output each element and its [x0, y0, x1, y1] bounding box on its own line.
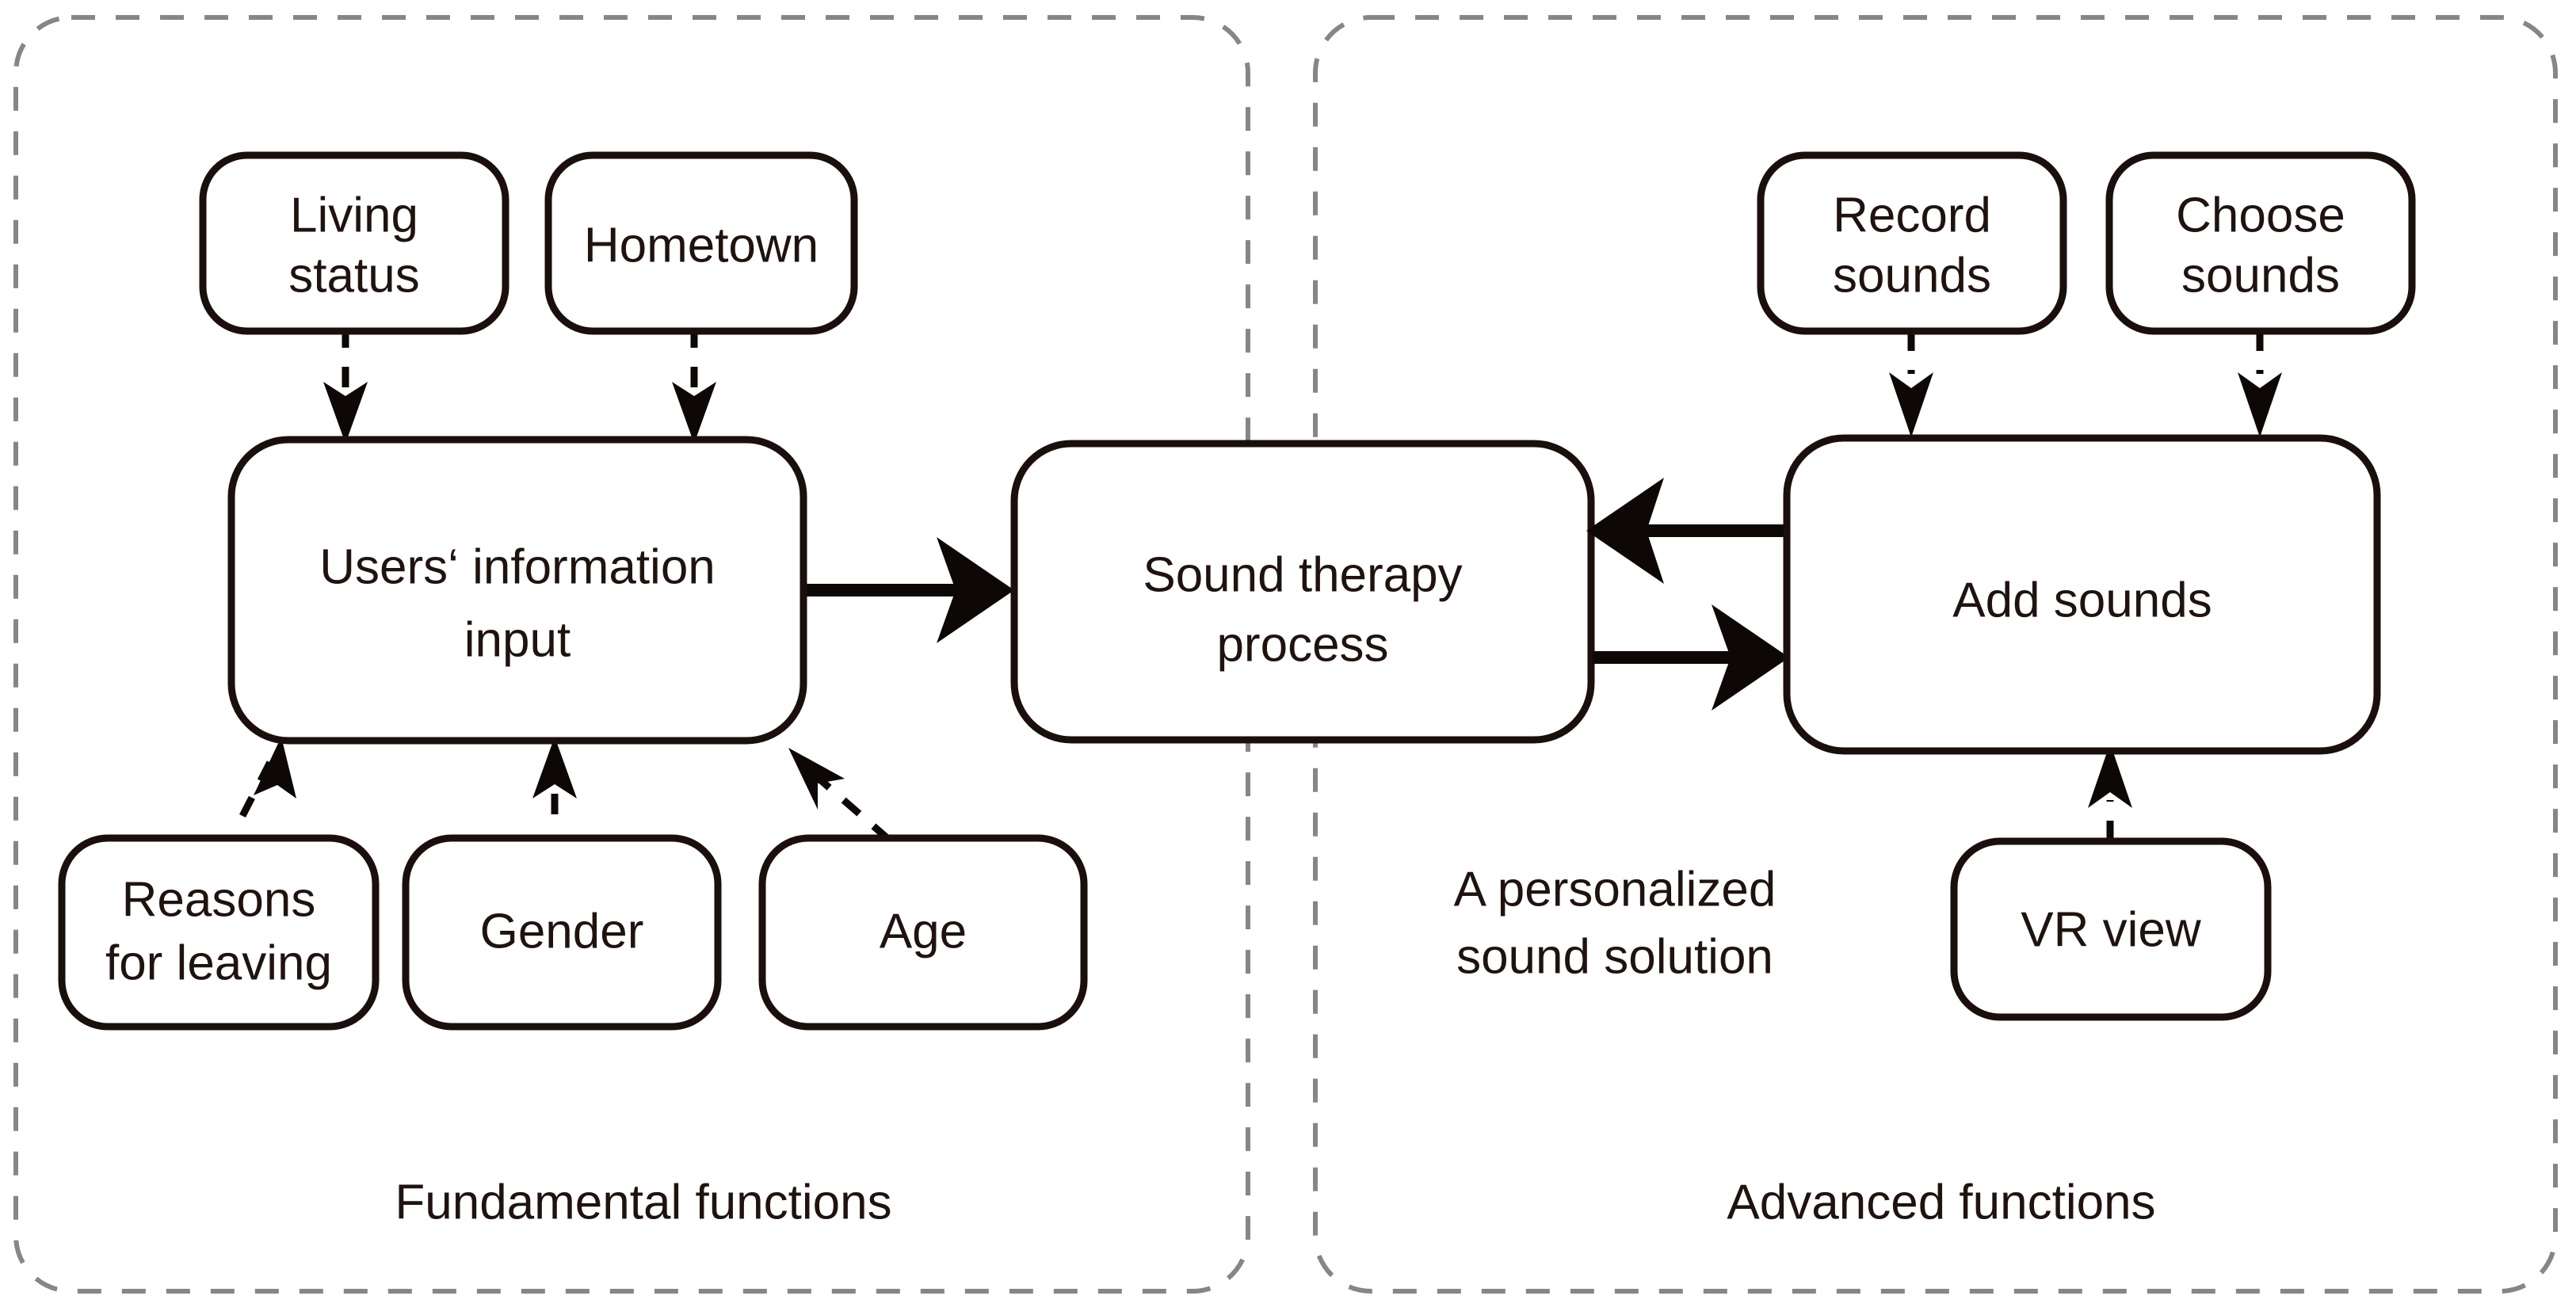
node-choose-sounds[interactable] — [2105, 151, 2416, 335]
node-gender[interactable] — [402, 834, 722, 1031]
arrowhead-vr-view — [2088, 743, 2132, 808]
label-personalized-sound-solution-line2: sound solution — [1456, 929, 1773, 984]
arrowhead-record-sounds — [1889, 372, 1933, 437]
node-sound-therapy-line1: Sound therapy — [1143, 547, 1462, 602]
node-vr-view[interactable] — [1950, 837, 2272, 1021]
node-vr-view-label: VR view — [2021, 902, 2201, 957]
node-living-status[interactable] — [199, 151, 509, 335]
node-record-sounds[interactable] — [1757, 151, 2067, 335]
node-choose-sounds-line2: sounds — [2181, 248, 2340, 303]
node-sound-therapy-process[interactable] — [1010, 440, 1595, 744]
arrowhead-choose-sounds — [2238, 372, 2282, 437]
arrowhead-reasons — [254, 737, 296, 798]
label-personalized-sound-solution-line1: A personalized — [1454, 862, 1776, 917]
arrowhead-users-input-to-sound-therapy — [937, 537, 1014, 643]
node-record-sounds-line2: sounds — [1833, 248, 1991, 303]
node-users-input-line1: Users‘ information — [319, 539, 716, 594]
node-reasons-for-leaving[interactable] — [58, 834, 380, 1031]
caption-fundamental-functions: Fundamental functions — [395, 1175, 891, 1229]
node-add-sounds[interactable] — [1783, 434, 2381, 755]
node-users-information-input[interactable] — [227, 436, 807, 745]
node-users-input-line2: input — [464, 612, 571, 667]
node-sound-therapy-line2: process — [1216, 617, 1388, 672]
arrowhead-hometown — [672, 382, 716, 444]
node-living-status-line1: Living — [290, 188, 418, 242]
node-reasons-line1: Reasons — [122, 872, 316, 927]
arrowhead-gender — [532, 737, 577, 798]
arrowhead-sound-therapy-to-add-sounds — [1712, 604, 1789, 711]
node-gender-label: Gender — [480, 904, 644, 958]
arrowhead-living-status — [323, 382, 368, 444]
arrowhead-add-sounds-to-sound-therapy — [1586, 478, 1664, 584]
node-age[interactable] — [758, 834, 1088, 1031]
caption-advanced-functions: Advanced functions — [1727, 1175, 2155, 1229]
node-hometown-label: Hometown — [584, 218, 819, 272]
node-reasons-line2: for leaving — [105, 936, 332, 990]
arrowhead-age — [788, 748, 845, 810]
node-living-status-line2: status — [288, 248, 419, 303]
node-hometown[interactable] — [544, 151, 858, 335]
node-add-sounds-label: Add sounds — [1952, 573, 2212, 627]
node-record-sounds-line1: Record — [1833, 188, 1991, 242]
node-age-label: Age — [880, 904, 967, 958]
node-choose-sounds-line1: Choose — [2176, 188, 2345, 242]
